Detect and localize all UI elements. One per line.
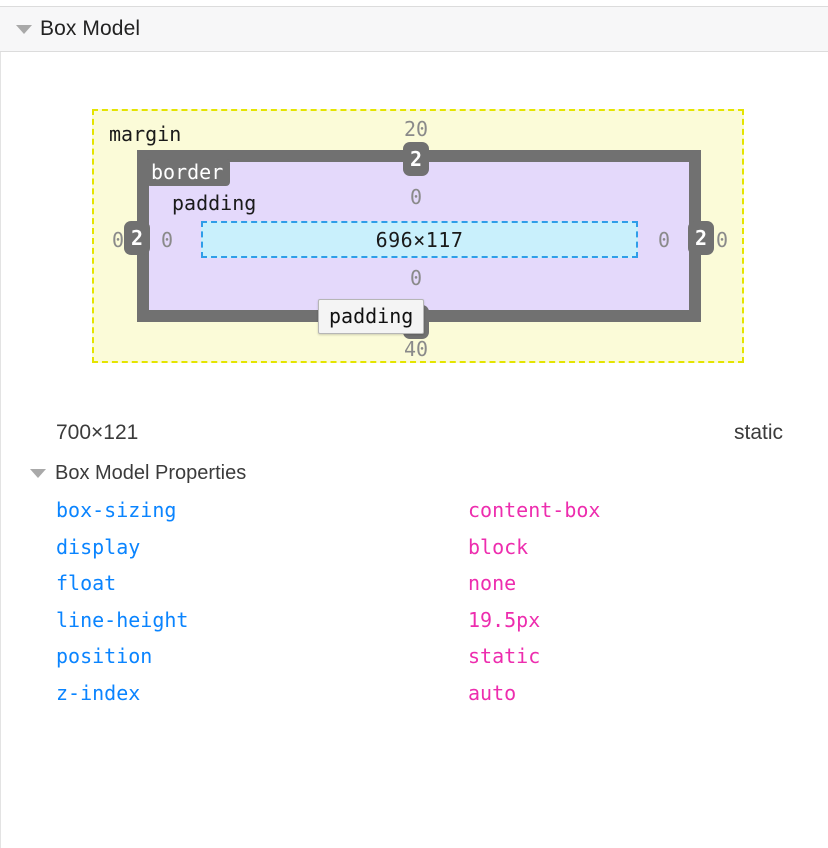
table-row[interactable]: line-height 19.5px bbox=[0, 608, 828, 645]
box-model-properties-title: Box Model Properties bbox=[55, 462, 247, 484]
triangle-down-icon[interactable] bbox=[30, 469, 46, 478]
table-row[interactable]: display block bbox=[0, 535, 828, 572]
property-value[interactable]: block bbox=[468, 534, 529, 559]
padding-left-value[interactable]: 0 bbox=[160, 228, 174, 252]
element-summary-row: 700×121 static bbox=[0, 421, 828, 453]
padding-right-value[interactable]: 0 bbox=[657, 228, 671, 252]
property-name[interactable]: z-index bbox=[56, 680, 141, 705]
property-value[interactable]: static bbox=[468, 644, 541, 668]
property-name[interactable]: line-height bbox=[56, 607, 189, 632]
table-row[interactable]: z-index auto bbox=[0, 681, 828, 718]
border-region-label: border bbox=[146, 159, 231, 186]
property-value[interactable]: content-box bbox=[468, 498, 601, 522]
box-model-properties-list: box-sizing content-box display block flo… bbox=[0, 498, 828, 717]
property-value[interactable]: 19.5px bbox=[468, 607, 541, 632]
margin-left-value[interactable]: 0 bbox=[111, 228, 125, 252]
triangle-down-icon[interactable] bbox=[16, 24, 32, 34]
border-left-value[interactable]: 2 bbox=[124, 221, 150, 255]
property-name[interactable]: box-sizing bbox=[56, 498, 177, 522]
element-size-label: 700×121 bbox=[56, 421, 139, 444]
padding-bottom-value[interactable]: 0 bbox=[409, 266, 423, 290]
box-model-panel-header[interactable]: Box Model bbox=[0, 6, 828, 52]
box-model-diagram[interactable]: margin border padding 696×117 20 2 0 0 2… bbox=[92, 109, 744, 363]
property-value[interactable]: auto bbox=[468, 680, 517, 705]
table-row[interactable]: box-sizing content-box bbox=[0, 498, 828, 535]
content-region[interactable]: 696×117 bbox=[201, 221, 638, 258]
property-value[interactable]: none bbox=[468, 571, 517, 595]
padding-region-label: padding bbox=[172, 191, 257, 215]
border-right-value[interactable]: 2 bbox=[688, 221, 714, 255]
element-position-label: static bbox=[733, 421, 783, 444]
property-name[interactable]: display bbox=[56, 534, 141, 559]
border-top-value[interactable]: 2 bbox=[403, 142, 429, 176]
property-name[interactable]: float bbox=[56, 571, 117, 595]
margin-right-value[interactable]: 0 bbox=[715, 228, 729, 252]
content-size-label: 696×117 bbox=[375, 227, 464, 252]
page-title: Box Model bbox=[40, 17, 141, 40]
padding-top-value[interactable]: 0 bbox=[409, 185, 423, 209]
box-model-properties-header[interactable]: Box Model Properties bbox=[30, 462, 246, 485]
table-row[interactable]: float none bbox=[0, 571, 828, 608]
table-row[interactable]: position static bbox=[0, 644, 828, 681]
margin-region-label: margin bbox=[109, 122, 182, 146]
region-tooltip: padding bbox=[318, 299, 425, 334]
property-name[interactable]: position bbox=[56, 644, 153, 668]
panel-left-divider bbox=[0, 52, 1, 848]
margin-bottom-value[interactable]: 40 bbox=[403, 337, 429, 361]
margin-top-value[interactable]: 20 bbox=[403, 117, 429, 141]
